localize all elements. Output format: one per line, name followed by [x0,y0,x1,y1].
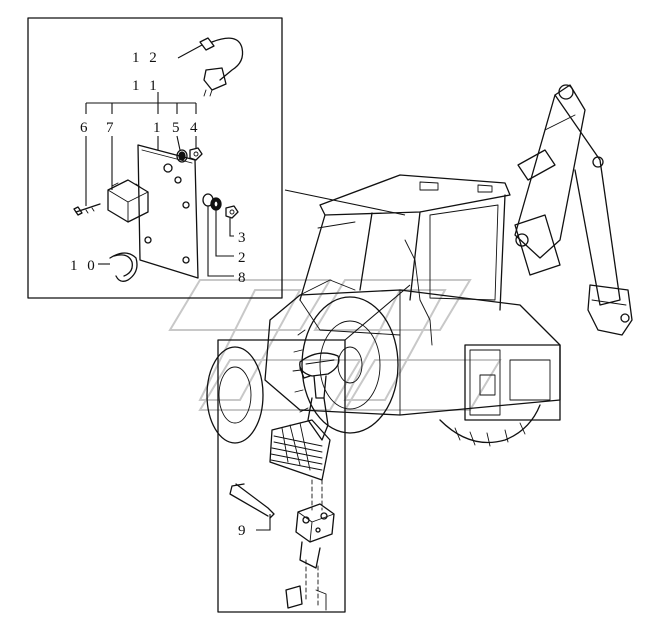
switch-body [107,179,149,223]
callout-11: 1 1 [132,78,160,94]
inset-switch-panel: 1 2 1 1 6 7 1 5 4 3 2 8 1 0 [27,17,283,299]
lever-mechanism [285,503,335,611]
callout-1: 1 [153,120,164,136]
callout-2: 2 [238,250,249,266]
spring-clip [109,252,138,282]
leader-panel-to-cab [284,189,406,216]
mounting-plate [137,144,199,279]
wiring-harness [199,37,244,97]
lever-boot [269,419,331,481]
lever-knob [299,352,340,399]
callout-3: 3 [238,230,249,246]
lever-stem [307,397,329,441]
callout-4: 4 [190,120,201,136]
backhoe-loader [206,84,633,447]
leader-lever-to-cab [344,284,411,341]
callout-7: 7 [106,120,117,136]
inset-control-lever: 9 [217,339,346,613]
callout-10: 1 0 [70,258,98,274]
callout-9: 9 [238,523,249,539]
washer-nut-top [176,147,203,163]
callout-6: 6 [80,120,91,136]
screw [73,203,101,216]
callout-12: 1 2 [132,50,160,66]
callout-5: 5 [172,120,183,136]
leader-lines-inset [85,44,234,277]
callout-8: 8 [238,270,249,286]
hex-key [229,483,275,519]
